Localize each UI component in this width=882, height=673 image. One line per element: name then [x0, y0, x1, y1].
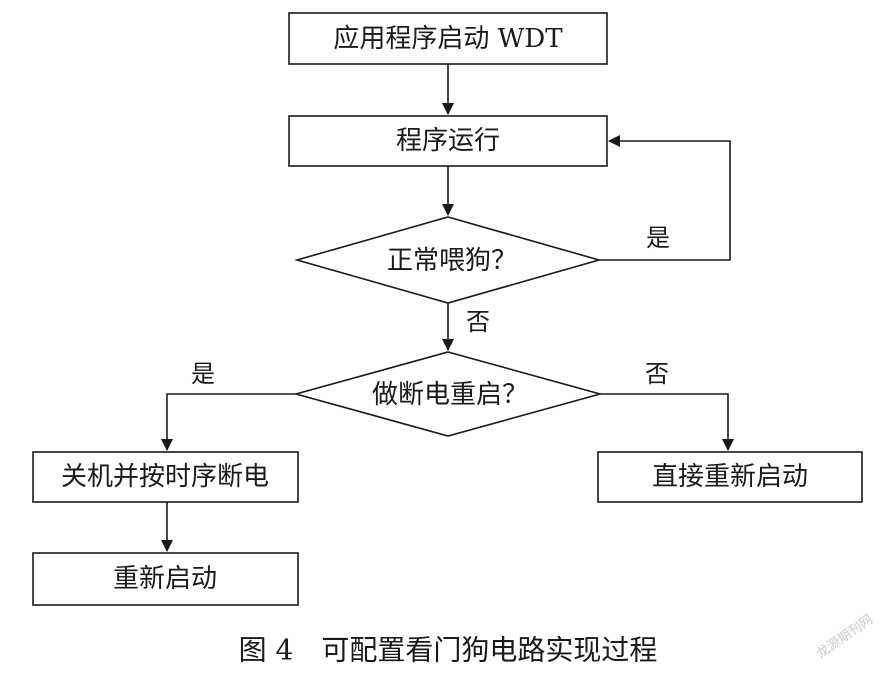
- node-power-check: 做断电重启？: [292, 351, 604, 437]
- node-restart: 重新启动: [32, 552, 299, 606]
- edge-power-no-label: 否: [645, 360, 669, 388]
- node-run-label: 程序运行: [396, 126, 500, 156]
- edge-power-yes: [161, 393, 296, 451]
- node-power-check-label: 做断电重启？: [372, 380, 528, 410]
- node-restart-label: 重新启动: [113, 564, 217, 594]
- node-feed-check: 正常喂狗？: [294, 216, 602, 304]
- edge-feed-yes-loop: [599, 135, 731, 261]
- watermark-text: 龙源期刊网: [814, 612, 876, 662]
- node-start-label: 应用程序启动 WDT: [333, 24, 563, 54]
- edge-feed-no-label: 否: [466, 308, 490, 336]
- node-run: 程序运行: [288, 115, 608, 167]
- edge-power-no: [600, 393, 734, 451]
- node-shutdown-label: 关机并按时序断电: [61, 462, 269, 492]
- node-direct-restart: 直接重新启动: [597, 451, 863, 503]
- figure-caption: 图 4 可配置看门狗电路实现过程: [239, 634, 658, 667]
- edge-feed-yes-label: 是: [646, 224, 670, 252]
- node-direct-restart-label: 直接重新启动: [652, 462, 808, 492]
- node-start: 应用程序启动 WDT: [288, 12, 608, 65]
- edge-power-yes-label: 是: [191, 360, 215, 388]
- node-shutdown: 关机并按时序断电: [32, 451, 299, 503]
- node-feed-check-label: 正常喂狗？: [387, 246, 517, 276]
